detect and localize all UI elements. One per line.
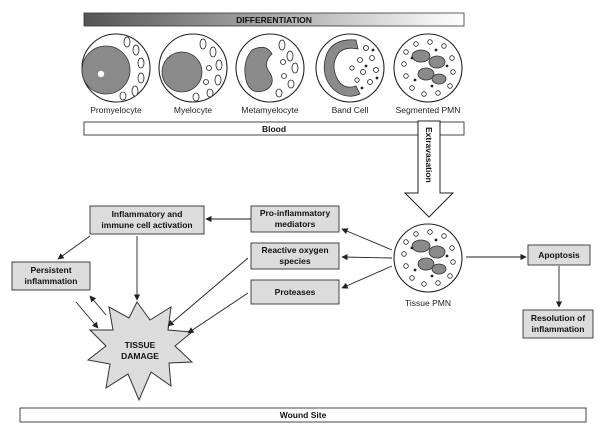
myelocyte-label: Myelocyte [174, 105, 213, 115]
pro-inflammatory-line1: Pro-inflammatory [260, 208, 331, 218]
persistent-inflammation-line1: Persistent [30, 265, 71, 275]
segmented-pmn-label: Segmented PMN [396, 105, 461, 115]
reactive-oxygen-box: Reactive oxygen species [250, 242, 340, 270]
resolution-line1: Resolution of [531, 313, 585, 323]
tissue-damage-starburst: TISSUE DAMAGE [86, 301, 194, 402]
arrow-pmn-to-proteases [341, 265, 393, 289]
tissue-pmn-label: Tissue PMN [405, 298, 451, 308]
blood-label: Blood [262, 124, 286, 134]
arrow-activation-to-persistent [57, 235, 91, 260]
inflammatory-activation-line2: immune cell activation [101, 220, 192, 230]
differentiation-title: DIFFERENTIATION [236, 15, 312, 25]
arrow-persistent-to-damage [75, 301, 99, 329]
extravasation-arrow: Extravasation [403, 120, 455, 218]
reactive-oxygen-line2: species [279, 256, 310, 266]
extravasation-label: Extravasation [424, 127, 434, 183]
arrow-damage-to-persistent [89, 295, 107, 316]
promyelocyte-label: Promyelocyte [90, 105, 142, 115]
pro-inflammatory-line2: mediators [275, 219, 316, 229]
tissue-damage-line2: DAMAGE [121, 351, 159, 361]
reactive-oxygen-line1: Reactive oxygen [261, 245, 328, 255]
wound-site-bar: Wound Site [19, 407, 587, 423]
tissue-damage-line1: TISSUE [125, 340, 156, 350]
promyelocyte-cell [81, 33, 151, 103]
wound-site-label: Wound Site [280, 410, 327, 420]
arrow-proteases-to-damage [187, 292, 249, 334]
arrow-pmn-to-reactive-oxygen [341, 253, 393, 261]
tissue-pmn-cell [393, 223, 463, 293]
band-cell [315, 33, 385, 103]
pro-inflammatory-box: Pro-inflammatory mediators [250, 205, 340, 233]
persistent-inflammation-line2: inflammation [25, 276, 78, 286]
metamyelocyte-label: Metamyelocyte [241, 105, 298, 115]
apoptosis-label: Apoptosis [538, 250, 580, 260]
segmented-pmn-cell [393, 33, 463, 103]
persistent-inflammation-box: Persistent inflammation [11, 261, 91, 291]
inflammatory-activation-line1: Inflammatory and [112, 209, 183, 219]
resolution-box: Resolution of inflammation [522, 309, 594, 339]
myelocyte-cell [158, 33, 228, 103]
metamyelocyte-cell [235, 33, 305, 103]
proteases-label: Proteases [275, 287, 316, 297]
resolution-line2: inflammation [532, 324, 585, 334]
band-cell-label: Band Cell [332, 105, 369, 115]
apoptosis-box: Apoptosis [527, 244, 591, 266]
blood-bar: Blood [83, 121, 465, 136]
differentiation-banner: DIFFERENTIATION [83, 12, 465, 27]
inflammatory-activation-box: Inflammatory and immune cell activation [89, 205, 205, 235]
arrow-reactive-oxygen-to-damage [167, 257, 249, 327]
arrow-pmn-to-pro-inflammatory [341, 228, 393, 251]
proteases-box: Proteases [250, 279, 340, 305]
